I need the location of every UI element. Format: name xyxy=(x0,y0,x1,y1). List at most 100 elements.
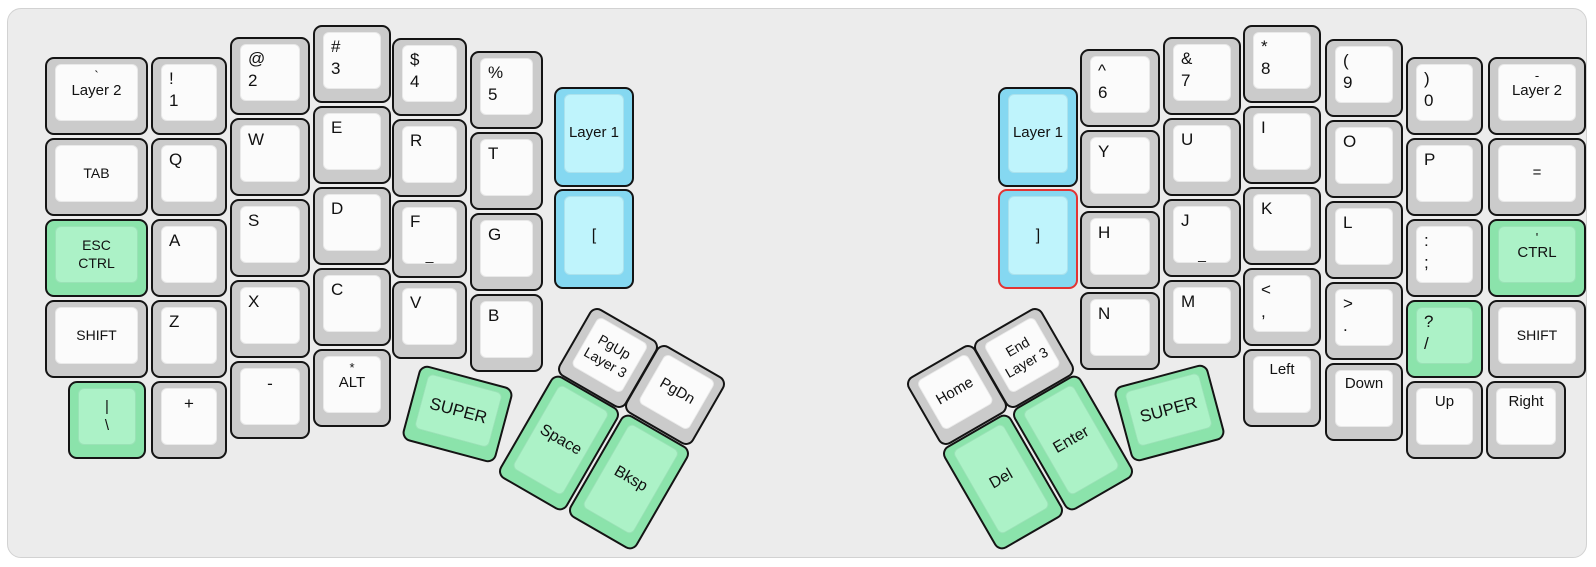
key-k[interactable]: K xyxy=(1243,187,1321,265)
key-del-legend: Del xyxy=(986,465,1016,492)
key-d[interactable]: D xyxy=(313,187,391,265)
key-tab[interactable]: TAB xyxy=(45,138,148,216)
key-u[interactable]: U xyxy=(1163,118,1241,196)
keycap-surface: 'CTRL xyxy=(1498,226,1576,283)
key-k-legend: K xyxy=(1261,199,1273,218)
key-star-8-legend: 8 xyxy=(1261,58,1271,78)
key-paren-0-legend: 0 xyxy=(1424,90,1434,110)
key-arrow-left[interactable]: Left xyxy=(1243,349,1321,427)
keycap-surface: S xyxy=(240,206,300,263)
keycap-surface: `Layer 2 xyxy=(55,64,138,121)
key-c[interactable]: C xyxy=(313,268,391,346)
key-m[interactable]: M xyxy=(1163,280,1241,358)
key-pgdn-legend: PgDn xyxy=(656,374,698,408)
key-dollar-4[interactable]: $4 xyxy=(392,38,467,116)
key-w[interactable]: W xyxy=(230,118,310,196)
keycap-surface: G xyxy=(480,220,533,277)
key-w-legend: W xyxy=(248,130,265,149)
key-right-bracket[interactable]: ] xyxy=(998,189,1078,289)
key-caret-6-legend: 6 xyxy=(1098,82,1108,102)
key-a[interactable]: A xyxy=(151,219,227,297)
key-i[interactable]: I xyxy=(1243,106,1321,184)
keycap-surface: !1 xyxy=(161,64,217,121)
key-o-legend: O xyxy=(1343,132,1357,151)
key-j[interactable]: J_ xyxy=(1163,199,1241,277)
key-minus-legend: - xyxy=(267,374,273,393)
key-q[interactable]: Q xyxy=(151,138,227,216)
key-g[interactable]: G xyxy=(470,213,543,291)
key-x[interactable]: X xyxy=(230,280,310,358)
keycap-surface: Layer 1 xyxy=(1008,94,1068,173)
key-f[interactable]: F_ xyxy=(392,200,467,278)
key-paren-9[interactable]: (9 xyxy=(1325,39,1403,117)
key-shift-right[interactable]: SHIFT xyxy=(1488,300,1586,378)
key-arrow-down[interactable]: Down xyxy=(1325,363,1403,441)
key-super-right[interactable]: SUPER xyxy=(1112,362,1227,464)
key-arrow-right[interactable]: Right xyxy=(1486,381,1566,459)
key-angle-comma[interactable]: <, xyxy=(1243,268,1321,346)
key-bksp-legend: Bksp xyxy=(611,462,651,495)
key-star-alt[interactable]: *ALT xyxy=(313,349,391,427)
key-paren-0[interactable]: )0 xyxy=(1406,57,1483,135)
key-left-bracket[interactable]: [ xyxy=(554,189,634,289)
key-r[interactable]: R xyxy=(392,119,467,197)
keycap-surface: O xyxy=(1335,127,1393,184)
keycap-surface: @2 xyxy=(240,44,300,101)
key-amp-7-legend: 7 xyxy=(1181,70,1191,90)
key-o[interactable]: O xyxy=(1325,120,1403,198)
key-dash-layer2[interactable]: -Layer 2 xyxy=(1488,57,1586,135)
key-v[interactable]: V xyxy=(392,281,467,359)
key-super-left[interactable]: SUPER xyxy=(400,363,515,465)
key-at-2-legend: 2 xyxy=(248,70,258,90)
key-grave-layer2[interactable]: `Layer 2 xyxy=(45,57,148,135)
keycap-surface: N xyxy=(1090,299,1150,356)
key-shift-left[interactable]: SHIFT xyxy=(45,300,148,378)
key-y[interactable]: Y xyxy=(1080,130,1160,208)
key-amp-7[interactable]: &7 xyxy=(1163,37,1241,115)
key-hash-3[interactable]: #3 xyxy=(313,25,391,103)
key-layer1-right[interactable]: Layer 1 xyxy=(998,87,1078,187)
key-angle-period-legend: . xyxy=(1343,315,1348,335)
keycap-surface: &7 xyxy=(1173,44,1231,101)
key-arrow-up[interactable]: Up xyxy=(1406,381,1483,459)
key-b-legend: B xyxy=(488,306,500,325)
key-pipe-backslash-legend: \ xyxy=(104,416,110,434)
key-l[interactable]: L xyxy=(1325,201,1403,279)
key-s[interactable]: S xyxy=(230,199,310,277)
key-plus-legend: + xyxy=(184,394,194,413)
key-exclam-1[interactable]: !1 xyxy=(151,57,227,135)
key-b[interactable]: B xyxy=(470,294,543,372)
keycap-surface: Left xyxy=(1253,356,1311,413)
key-p[interactable]: P xyxy=(1406,138,1483,216)
key-question-slash[interactable]: ?/ xyxy=(1406,300,1483,378)
key-caret-6[interactable]: ^6 xyxy=(1080,49,1160,127)
key-caret-6-legend: ^ xyxy=(1098,61,1106,80)
key-layer1-left[interactable]: Layer 1 xyxy=(554,87,634,187)
key-angle-comma-legend: < xyxy=(1261,280,1271,299)
key-percent-5[interactable]: %5 xyxy=(470,51,543,129)
key-at-2[interactable]: @2 xyxy=(230,37,310,115)
key-super-right-legend: SUPER xyxy=(1137,392,1200,427)
keycap-surface: <, xyxy=(1253,275,1311,332)
key-e[interactable]: E xyxy=(313,106,391,184)
key-dash-layer2-legend: Layer 2 xyxy=(1511,82,1563,99)
key-minus[interactable]: - xyxy=(230,361,310,439)
key-pipe-backslash[interactable]: |\ xyxy=(68,381,146,459)
key-angle-comma-legend: , xyxy=(1261,301,1266,321)
key-equals[interactable]: = xyxy=(1488,138,1586,216)
key-z[interactable]: Z xyxy=(151,300,227,378)
key-star-8[interactable]: *8 xyxy=(1243,25,1321,103)
key-quote-ctrl-legend: CTRL xyxy=(1517,244,1557,261)
key-angle-period[interactable]: >. xyxy=(1325,282,1403,360)
key-plus[interactable]: + xyxy=(151,381,227,459)
key-h[interactable]: H xyxy=(1080,211,1160,289)
key-star-alt-legend: * xyxy=(349,360,355,375)
key-t-legend: T xyxy=(488,144,499,163)
key-n[interactable]: N xyxy=(1080,292,1160,370)
key-s-legend: S xyxy=(248,211,260,230)
key-t[interactable]: T xyxy=(470,132,543,210)
key-z-legend: Z xyxy=(169,312,180,331)
key-quote-ctrl[interactable]: 'CTRL xyxy=(1488,219,1586,297)
key-colon-semicolon[interactable]: :; xyxy=(1406,219,1483,297)
